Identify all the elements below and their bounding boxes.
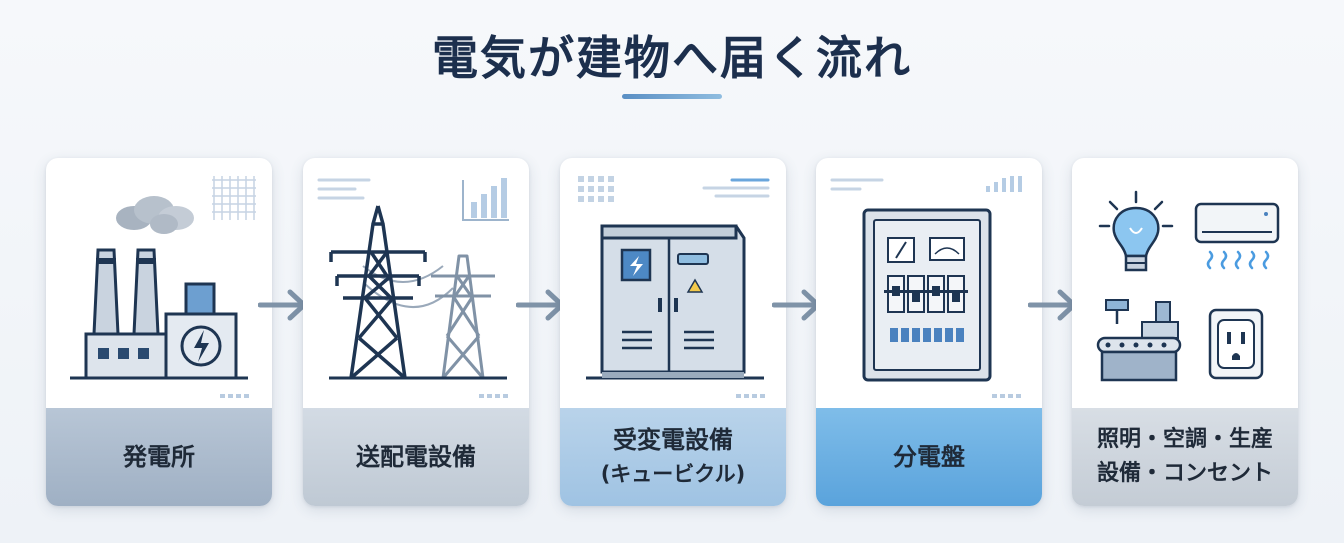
outlet-icon (1208, 308, 1264, 380)
step-card-cubicle: 受変電設備 (キュービクル) (560, 158, 786, 506)
factory-icon (70, 176, 256, 398)
step-card-distribution-panel: 分電盤 (816, 158, 1042, 506)
machine-icon (1096, 299, 1182, 382)
title-underline (622, 94, 722, 99)
air-conditioner-icon (1194, 202, 1280, 270)
step-label: 発電所 (46, 408, 272, 506)
step-label: 分電盤 (816, 408, 1042, 506)
step-card-power-plant: 発電所 (46, 158, 272, 506)
step-card-transmission: 送配電設備 (303, 158, 529, 506)
cubicle-icon (578, 176, 770, 398)
lightbulb-icon (1098, 190, 1174, 272)
distribution-panel-icon (830, 176, 1022, 398)
step-label: 照明・空調・生産 設備・コンセント (1072, 408, 1298, 506)
end-use-icons (1096, 190, 1280, 382)
step-label: 送配電設備 (303, 408, 529, 506)
transmission-tower-icon (317, 178, 509, 398)
step-label: 受変電設備 (キュービクル) (560, 408, 786, 506)
page-title: 電気が建物へ届く流れ (432, 31, 912, 85)
step-card-end-use: 照明・空調・生産 設備・コンセント (1072, 158, 1298, 506)
